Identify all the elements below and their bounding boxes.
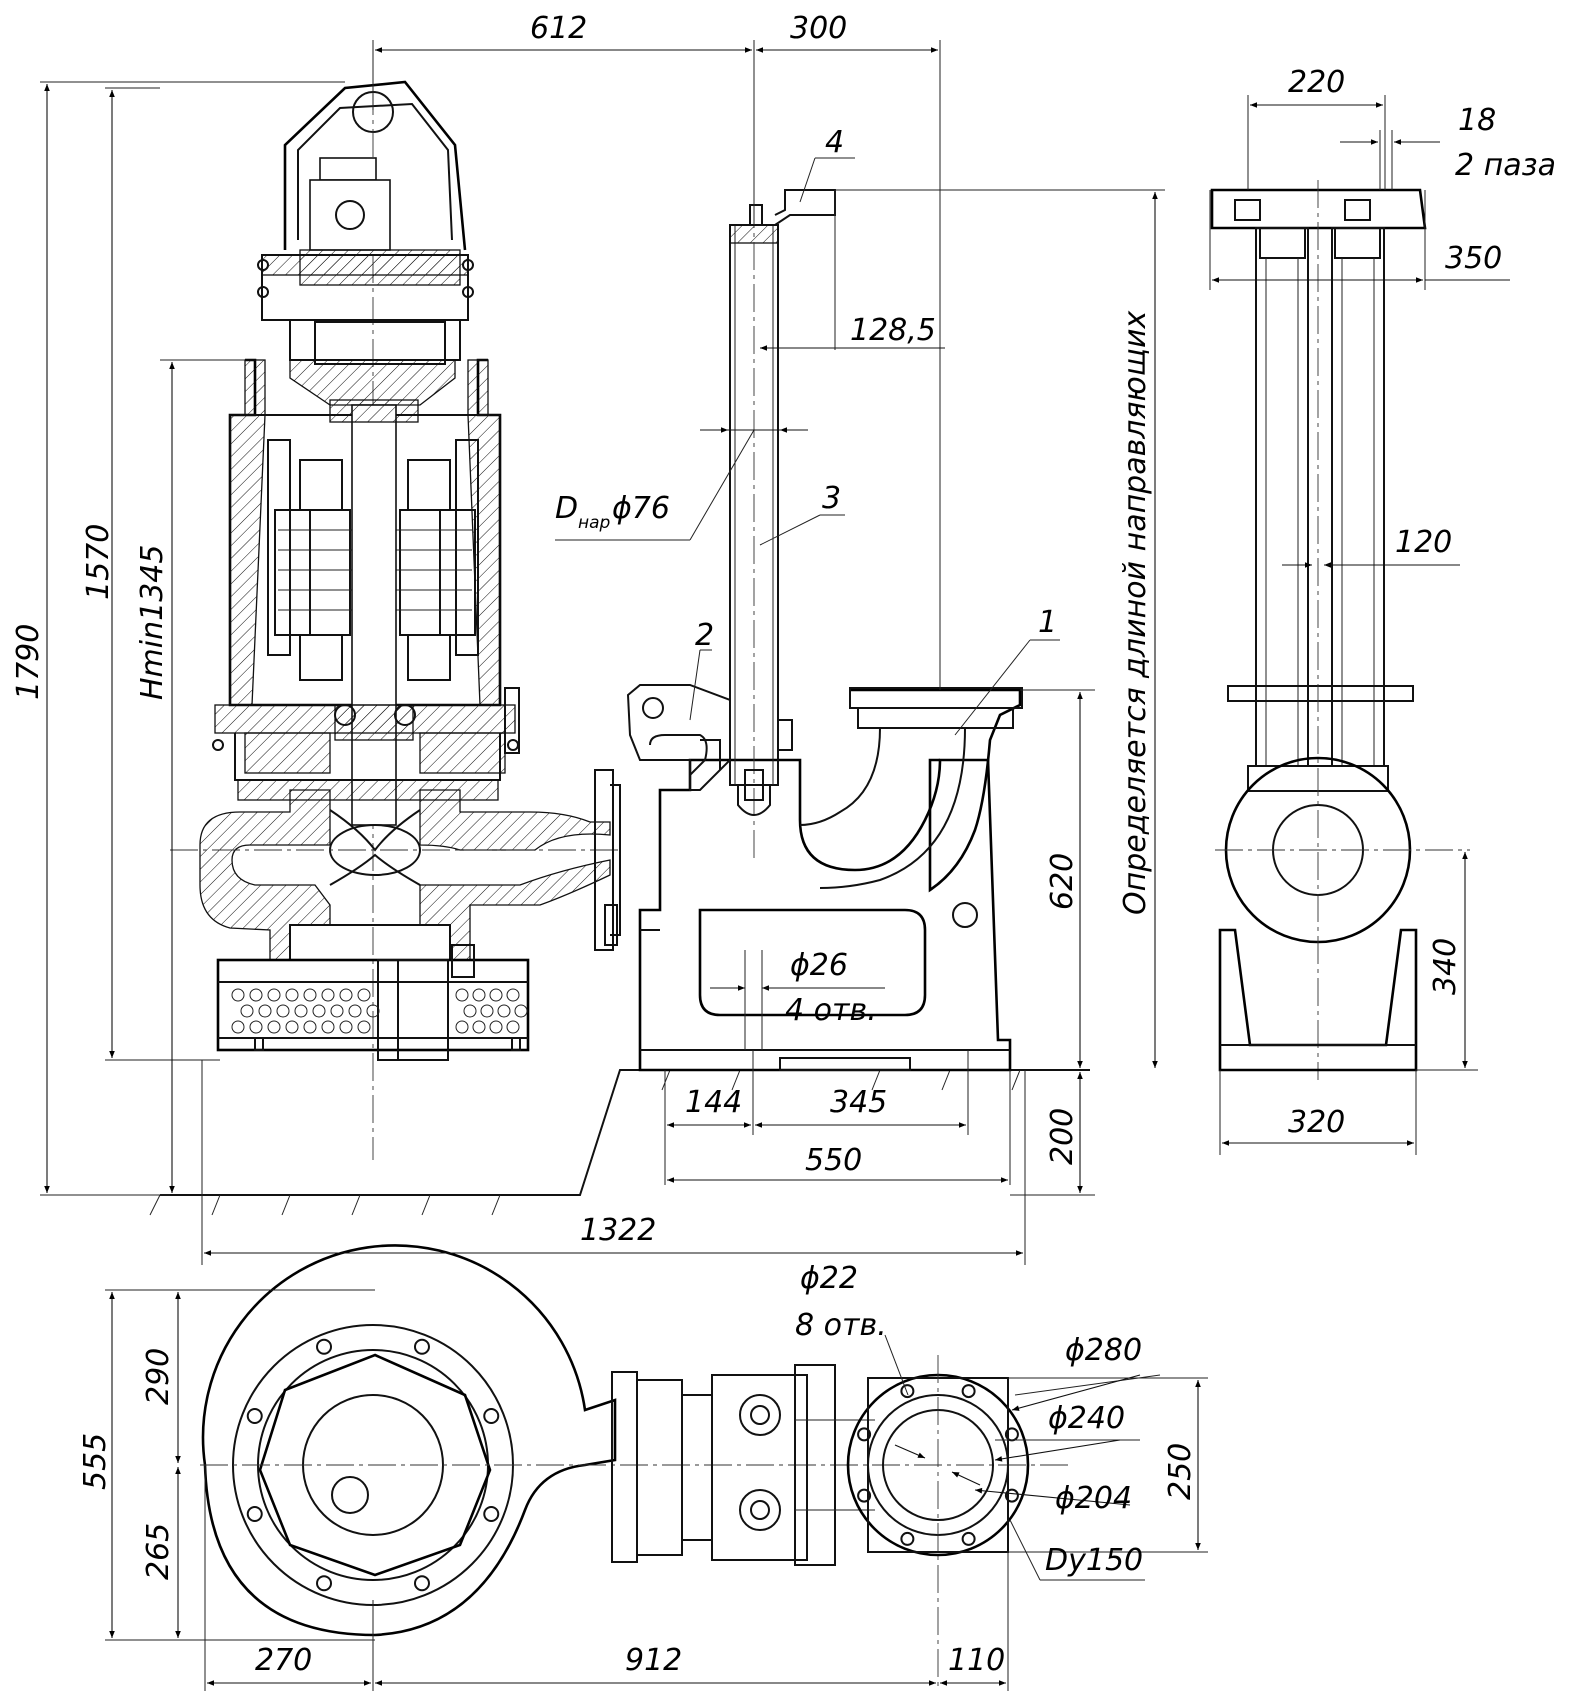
discharge-base (638, 687, 1023, 1072)
dim-620: 620 (1045, 853, 1080, 910)
svg-text:нар: нар (578, 513, 611, 533)
guide-length-note: Определяется длиной направляющих (1118, 310, 1153, 915)
part-1: 1 (1038, 605, 1057, 640)
dim-612: 612 (530, 11, 587, 46)
side-view (149, 45, 1090, 1216)
motor-housing (228, 254, 502, 707)
dim-550: 550 (805, 1143, 862, 1178)
dim-350: 350 (1445, 241, 1502, 276)
svg-text:ϕ76: ϕ76 (612, 491, 670, 526)
dim-270: 270 (255, 1643, 312, 1678)
flange-outer-diameter: ϕ280 (1065, 1333, 1142, 1368)
hole-diameter: ϕ26 (790, 948, 848, 983)
bolt-circle-diameter: ϕ240 (1048, 1401, 1125, 1436)
part-leaders (555, 157, 1060, 736)
dim-290: 290 (141, 1348, 176, 1405)
plan-view (200, 1244, 1070, 1691)
flange-hole-count: 8 отв. (795, 1308, 887, 1343)
upper-bracket (626, 684, 731, 791)
dim-555: 555 (78, 1433, 113, 1490)
dim-345: 345 (830, 1085, 887, 1120)
dim-120: 120 (1395, 525, 1452, 560)
shaft (329, 399, 419, 826)
dim-320: 320 (1288, 1105, 1345, 1140)
pipe-diameter-label: D нар ϕ76 (555, 491, 670, 533)
dim-110: 110 (948, 1643, 1005, 1678)
dim-128-5: 128,5 (850, 313, 936, 348)
dim-250: 250 (1163, 1443, 1198, 1500)
dim-220: 220 (1288, 65, 1345, 100)
part-2: 2 (695, 618, 714, 653)
dim-1322: 1322 (580, 1213, 656, 1248)
slot-count: 2 паза (1455, 148, 1556, 183)
raised-face-diameter: ϕ204 (1055, 1481, 1132, 1516)
dim-300: 300 (790, 11, 847, 46)
dim-1790: 1790 (11, 624, 46, 700)
part-3: 3 (822, 481, 841, 516)
dim-912: 912 (625, 1643, 682, 1678)
hole-count: 4 отв. (785, 993, 877, 1028)
dimensions (40, 40, 1510, 1691)
flange-hole-diameter: ϕ22 (800, 1261, 858, 1296)
dim-hmin: Hmin1345 (135, 545, 170, 700)
nominal-diameter: Dу150 (1045, 1543, 1143, 1578)
dim-340: 340 (1428, 938, 1463, 995)
dim-200: 200 (1045, 1108, 1080, 1165)
part-4: 4 (825, 125, 844, 160)
guide-pipe (729, 200, 793, 860)
dim-1570: 1570 (81, 524, 116, 600)
dim-265: 265 (141, 1523, 176, 1580)
dimension-labels: 612 300 1790 1570 Hmin1345 128,5 D нар ϕ… (11, 11, 1556, 1678)
dim-18: 18 (1458, 103, 1496, 138)
strainer-basket (216, 944, 530, 1061)
svg-text:D: D (555, 491, 578, 526)
dim-144: 144 (685, 1085, 742, 1120)
